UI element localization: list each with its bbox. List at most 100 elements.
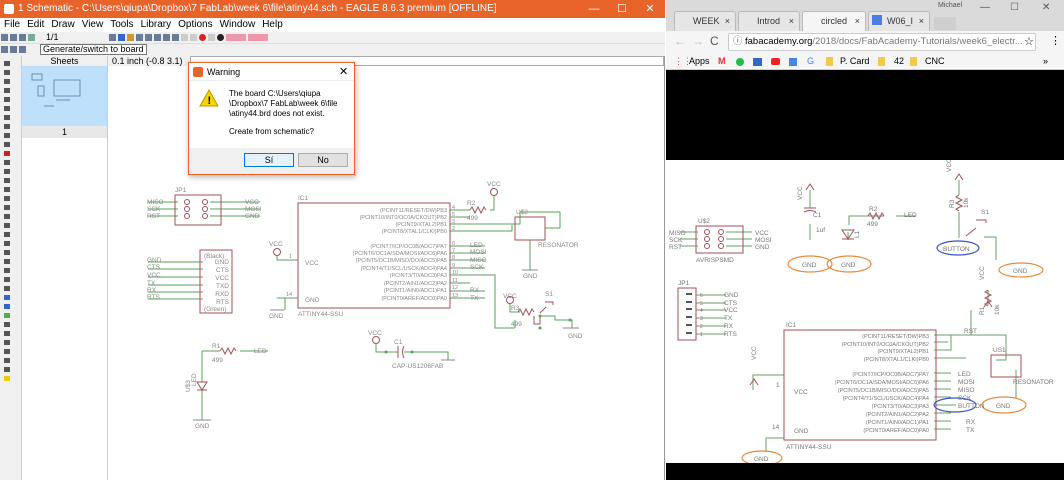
mirror-icon[interactable] <box>4 88 10 93</box>
tab-close-icon[interactable]: × <box>788 16 794 26</box>
warning-icon[interactable] <box>4 376 10 381</box>
reload-icon[interactable]: C <box>710 34 719 48</box>
wire-icon[interactable] <box>10 46 17 53</box>
menu-view[interactable]: View <box>81 19 104 30</box>
attribute-icon[interactable] <box>4 331 10 336</box>
grid-icon[interactable] <box>109 34 116 41</box>
redo-icon[interactable] <box>190 34 197 41</box>
help-icon[interactable] <box>217 34 224 41</box>
zoom-out-icon[interactable] <box>154 34 161 41</box>
minimize-button[interactable]: — <box>980 2 990 13</box>
info-icon[interactable] <box>4 61 10 66</box>
whatsapp-icon[interactable] <box>736 58 744 66</box>
tab-week[interactable]: WEEK× <box>674 11 736 31</box>
more-bookmarks-button[interactable]: » <box>1043 56 1049 66</box>
replace-icon[interactable] <box>4 160 10 165</box>
stop-icon[interactable] <box>199 34 206 41</box>
tab-close-icon[interactable]: × <box>854 16 860 26</box>
back-icon[interactable]: ← <box>674 34 686 48</box>
circle-icon[interactable] <box>4 259 10 264</box>
tab-close-icon[interactable]: × <box>918 16 924 26</box>
new-tab-button[interactable] <box>934 17 956 30</box>
menu-help[interactable]: Help <box>262 19 283 30</box>
polygon-icon[interactable] <box>4 286 10 291</box>
dialog-close-button[interactable]: ✕ <box>339 66 349 78</box>
youtube-icon[interactable] <box>771 58 780 65</box>
miter-icon[interactable] <box>4 205 10 210</box>
menu-library[interactable]: Library <box>140 19 172 30</box>
google-icon[interactable]: G <box>807 56 815 66</box>
menu-window[interactable]: Window <box>219 19 256 30</box>
menu-draw[interactable]: Draw <box>51 19 75 30</box>
name-icon[interactable] <box>4 169 10 174</box>
frame-icon[interactable] <box>4 349 10 354</box>
gmail-icon[interactable]: M <box>718 56 726 66</box>
save-icon[interactable] <box>10 34 17 41</box>
menu-tools[interactable]: Tools <box>110 19 134 30</box>
zoom-redraw-icon[interactable] <box>172 34 179 41</box>
layer-icon[interactable] <box>118 34 125 41</box>
layers-icon[interactable] <box>1 46 8 53</box>
erc-icon[interactable] <box>4 358 10 363</box>
smash-icon[interactable] <box>4 187 10 192</box>
bookmark-pcard[interactable]: P. Card <box>840 56 870 66</box>
delete-icon[interactable] <box>4 142 10 147</box>
undo-icon[interactable] <box>181 34 188 41</box>
bookmark-cnc[interactable]: CNC <box>925 56 945 66</box>
bus-icon[interactable] <box>4 304 10 309</box>
bookmark-42[interactable]: 42 <box>894 56 905 66</box>
move-icon[interactable] <box>4 79 10 84</box>
menu-edit[interactable]: Edit <box>27 19 45 30</box>
show-icon[interactable] <box>4 70 10 75</box>
profile-name[interactable]: Michael <box>938 2 963 9</box>
translate-icon[interactable] <box>789 58 797 66</box>
select-icon[interactable] <box>4 97 10 102</box>
yes-button[interactable]: Sí <box>244 153 294 167</box>
no-button[interactable]: No <box>298 153 348 167</box>
junction-icon[interactable] <box>4 313 10 318</box>
sheet-select[interactable]: 1/1 <box>46 32 59 42</box>
maximize-button[interactable]: ☐ <box>1010 2 1019 13</box>
zoom-select-icon[interactable] <box>163 34 170 41</box>
gate-icon[interactable] <box>4 223 10 228</box>
pinswap-icon[interactable] <box>4 232 10 237</box>
maximize-button[interactable]: ☐ <box>617 3 627 15</box>
menu-options[interactable]: Options <box>178 19 213 30</box>
sheet-thumbnail[interactable] <box>22 66 107 126</box>
close-button[interactable]: ✕ <box>1042 2 1051 13</box>
tab-circled-active[interactable]: circled× <box>802 11 866 31</box>
forward-icon[interactable]: → <box>692 34 704 48</box>
mail-icon[interactable] <box>753 58 762 66</box>
menu-file[interactable]: File <box>4 19 21 30</box>
split-icon[interactable] <box>4 196 10 201</box>
tab-close-icon[interactable]: × <box>724 16 730 26</box>
dimension-icon[interactable] <box>4 340 10 345</box>
rect-icon[interactable] <box>4 277 10 282</box>
group-icon[interactable] <box>4 106 10 111</box>
label-icon[interactable] <box>4 322 10 327</box>
net-icon[interactable] <box>4 295 10 300</box>
copy-icon[interactable] <box>4 124 10 129</box>
open-icon[interactable] <box>1 34 8 41</box>
zoom-icon[interactable] <box>19 46 26 53</box>
rotate-icon[interactable] <box>4 115 10 120</box>
errors-icon[interactable] <box>4 367 10 372</box>
go-icon[interactable] <box>208 34 215 41</box>
arc-icon[interactable] <box>4 268 10 273</box>
tab-w06[interactable]: W06_I× <box>868 11 930 31</box>
bookmark-apps[interactable]: Apps <box>689 56 710 66</box>
add-icon[interactable] <box>4 151 10 156</box>
zoom-in-icon[interactable] <box>145 34 152 41</box>
menu-icon[interactable]: ⋮ <box>1050 35 1061 47</box>
paste-icon[interactable] <box>4 133 10 138</box>
tab-introduction[interactable]: Introd× <box>738 11 800 31</box>
invoke-icon[interactable] <box>4 214 10 219</box>
line-icon[interactable] <box>4 241 10 246</box>
print-icon[interactable] <box>19 34 26 41</box>
value-icon[interactable] <box>4 178 10 183</box>
zoom-fit-icon[interactable] <box>136 34 143 41</box>
layer2-icon[interactable] <box>127 34 134 41</box>
minimize-button[interactable]: — <box>588 3 600 15</box>
text-icon[interactable] <box>4 250 10 255</box>
